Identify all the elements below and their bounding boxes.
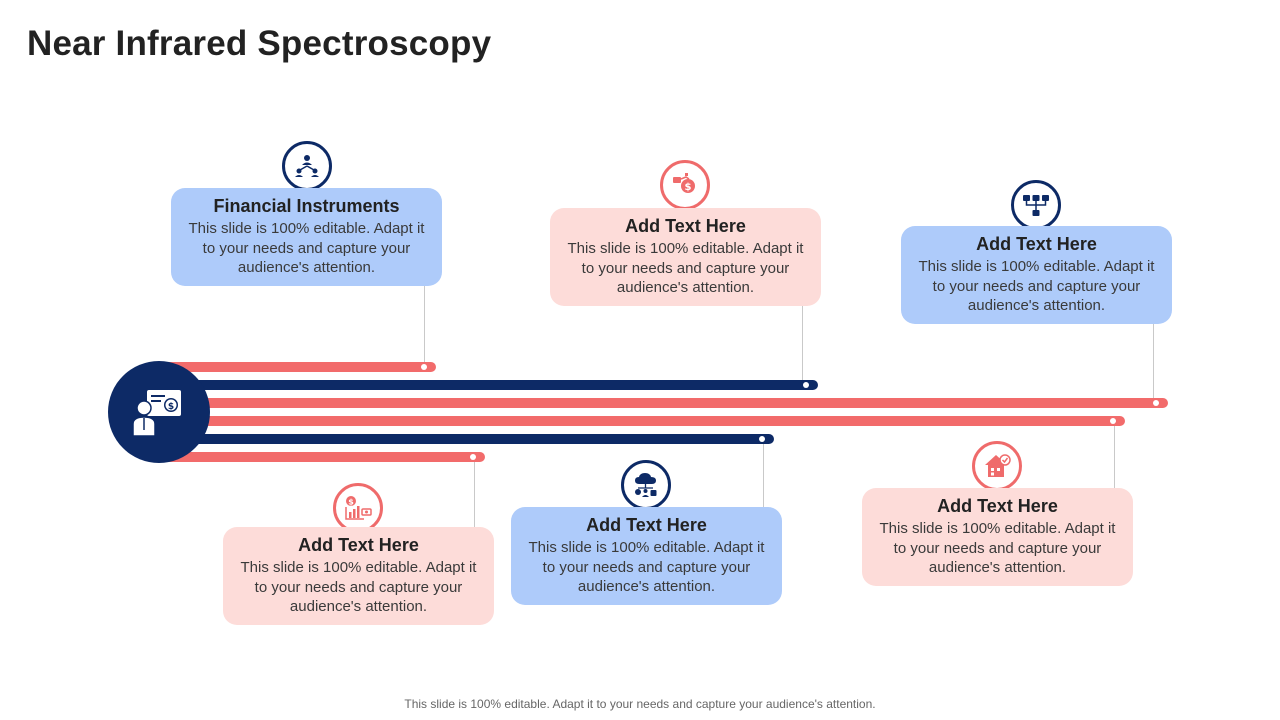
svg-text:$: $ [685,182,692,193]
connector-line-5 [763,438,764,507]
item-3-card: Add Text Here This slide is 100% editabl… [901,226,1172,324]
bar-end-dot [803,382,809,388]
item-3-heading: Add Text Here [976,234,1097,254]
item-4-card: Add Text Here This slide is 100% editabl… [223,527,494,625]
timeline-bar-1 [160,362,436,372]
item-5-body: This slide is 100% editable. Adapt it to… [528,539,765,595]
bar-end-dot [1153,400,1159,406]
timeline-bar-4 [160,416,1125,426]
cloud-network-icon [635,473,657,497]
connector-line-3 [1153,323,1154,403]
item-6-icon-badge [972,441,1022,491]
bar-end-dot [1110,418,1116,424]
page-title: Near Infrared Spectroscopy [27,24,492,63]
item-4-icon-badge: $ [333,483,383,533]
connector-line-1 [424,285,425,367]
bar-end-dot [421,364,427,370]
item-4-body: This slide is 100% editable. Adapt it to… [240,559,477,615]
item-1-heading: Financial Instruments [213,196,400,216]
svg-text:$: $ [348,498,354,507]
hub-circle: $ [108,361,210,463]
footer-note: This slide is 100% editable. Adapt it to… [404,697,876,711]
item-1-icon-badge [282,141,332,191]
timeline-bar-6 [160,452,485,462]
bar-end-dot [759,436,765,442]
item-2-icon-badge: $ [660,160,710,210]
item-1-body: This slide is 100% editable. Adapt it to… [188,220,425,276]
growth-chart-dollar-icon: $ [345,496,372,520]
item-3-body: This slide is 100% editable. Adapt it to… [918,258,1155,314]
item-6-card: Add Text Here This slide is 100% editabl… [862,488,1133,586]
item-6-heading: Add Text Here [937,496,1058,516]
house-check-icon [985,454,1011,477]
connector-line-4 [474,457,475,527]
bar-end-dot [470,454,476,460]
item-5-card: Add Text Here This slide is 100% editabl… [511,507,782,605]
item-2-heading: Add Text Here [625,216,746,236]
item-5-heading: Add Text Here [586,515,707,535]
timeline-bar-3 [160,398,1168,408]
item-5-icon-badge [621,460,671,510]
hand-dollar-icon: $ [673,173,695,193]
hierarchy-icon [1023,195,1049,216]
item-2-card: Add Text Here This slide is 100% editabl… [550,208,821,306]
timeline-bar-5 [160,434,774,444]
connector-line-2 [802,305,803,385]
item-2-body: This slide is 100% editable. Adapt it to… [567,240,804,296]
timeline-bar-2 [160,380,818,390]
svg-text:$: $ [168,402,174,412]
item-3-icon-badge [1011,180,1061,230]
connector-line-6 [1114,420,1115,488]
person-presenting-dollar-icon: $ [132,390,181,437]
item-4-heading: Add Text Here [298,535,419,555]
item-6-body: This slide is 100% editable. Adapt it to… [879,520,1116,576]
org-chart-icon [295,155,319,177]
item-1-card: Financial Instruments This slide is 100%… [171,188,442,286]
